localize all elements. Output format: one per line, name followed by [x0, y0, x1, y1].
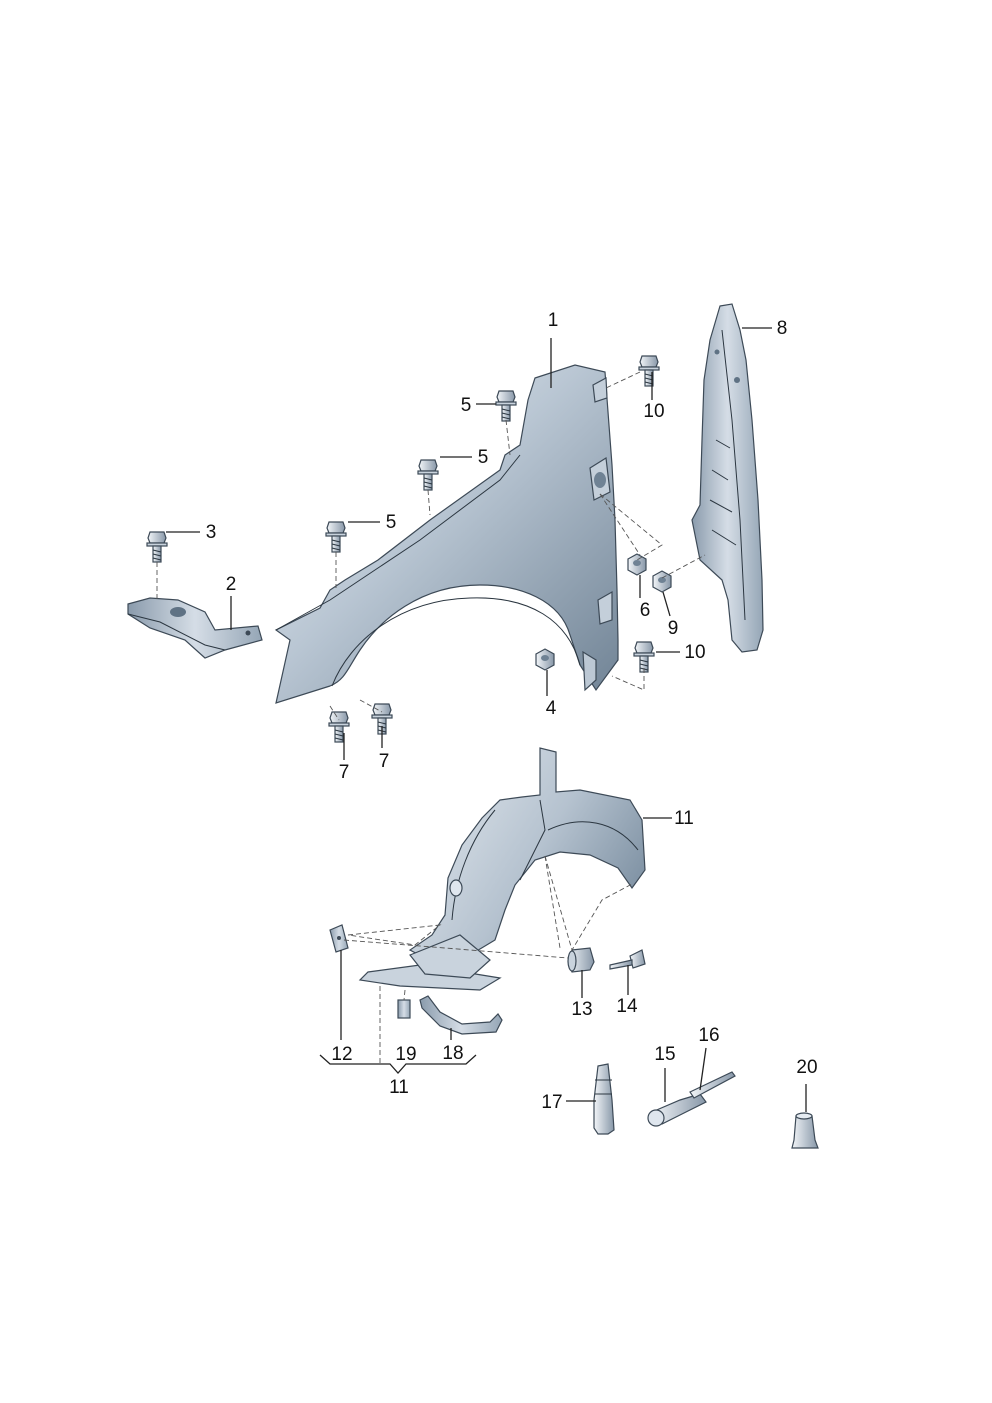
- label-part-16: 16: [698, 1025, 719, 1046]
- label-part-7-left: 7: [339, 762, 350, 783]
- label-part-17: 17: [541, 1092, 562, 1113]
- pad-19: [397, 999, 411, 1019]
- label-part-19: 19: [395, 1044, 416, 1065]
- label-part-8: 8: [777, 318, 788, 339]
- leader-lines: [166, 327, 807, 1112]
- label-part-14: 14: [616, 996, 638, 1017]
- rivet-pin-16: [689, 1071, 736, 1099]
- label-part-5-lower: 5: [386, 512, 397, 533]
- label-part-7-right: 7: [379, 751, 390, 772]
- clip-12: [329, 924, 349, 953]
- screw-14: [609, 949, 646, 970]
- bolt-10-lower: [633, 641, 655, 673]
- nut-9: [652, 570, 672, 593]
- nut-6: [627, 553, 647, 576]
- label-part-2: 2: [226, 574, 237, 595]
- bolt-5-top: [495, 390, 517, 422]
- fender: [274, 364, 619, 704]
- bolt-7-left: [328, 711, 350, 743]
- label-part-10-lower: 10: [684, 642, 705, 663]
- label-part-3: 3: [206, 522, 217, 543]
- label-part-5-middle: 5: [478, 447, 489, 468]
- nut-4: [535, 648, 555, 671]
- spacer-sleeve-13: [567, 947, 595, 973]
- label-part-13: 13: [571, 999, 592, 1020]
- plug-17: [593, 1063, 615, 1135]
- label-part-5-top: 5: [461, 395, 472, 416]
- wheel-housing-liner: [358, 747, 646, 991]
- label-part-11-top: 11: [674, 808, 694, 829]
- cap-nut-20: [791, 1112, 819, 1149]
- label-part-9: 9: [668, 618, 679, 639]
- label-part-11-group: 11: [389, 1077, 409, 1098]
- bolt-5-lower: [325, 521, 347, 553]
- label-part-12: 12: [331, 1044, 352, 1065]
- label-part-6: 6: [640, 600, 651, 621]
- alignment-lines: [156, 371, 706, 1064]
- bolt-3: [146, 531, 168, 563]
- rivet-15: [647, 1093, 707, 1127]
- label-part-15: 15: [654, 1044, 675, 1065]
- side-panel: [691, 303, 764, 653]
- label-part-20: 20: [796, 1057, 817, 1078]
- callouts: 1 2 3 4 5 5 5 6 7 7 8 9 10 10 11 11 12 1…: [206, 310, 818, 1113]
- label-part-1: 1: [548, 310, 559, 331]
- label-part-10-top: 10: [643, 401, 664, 422]
- label-part-18: 18: [442, 1043, 463, 1064]
- bolt-10-top: [638, 355, 660, 387]
- mounting-bracket: [127, 597, 263, 659]
- trim-strip-18: [419, 995, 503, 1035]
- bolt-5-middle: [417, 459, 439, 491]
- label-part-4: 4: [546, 698, 557, 719]
